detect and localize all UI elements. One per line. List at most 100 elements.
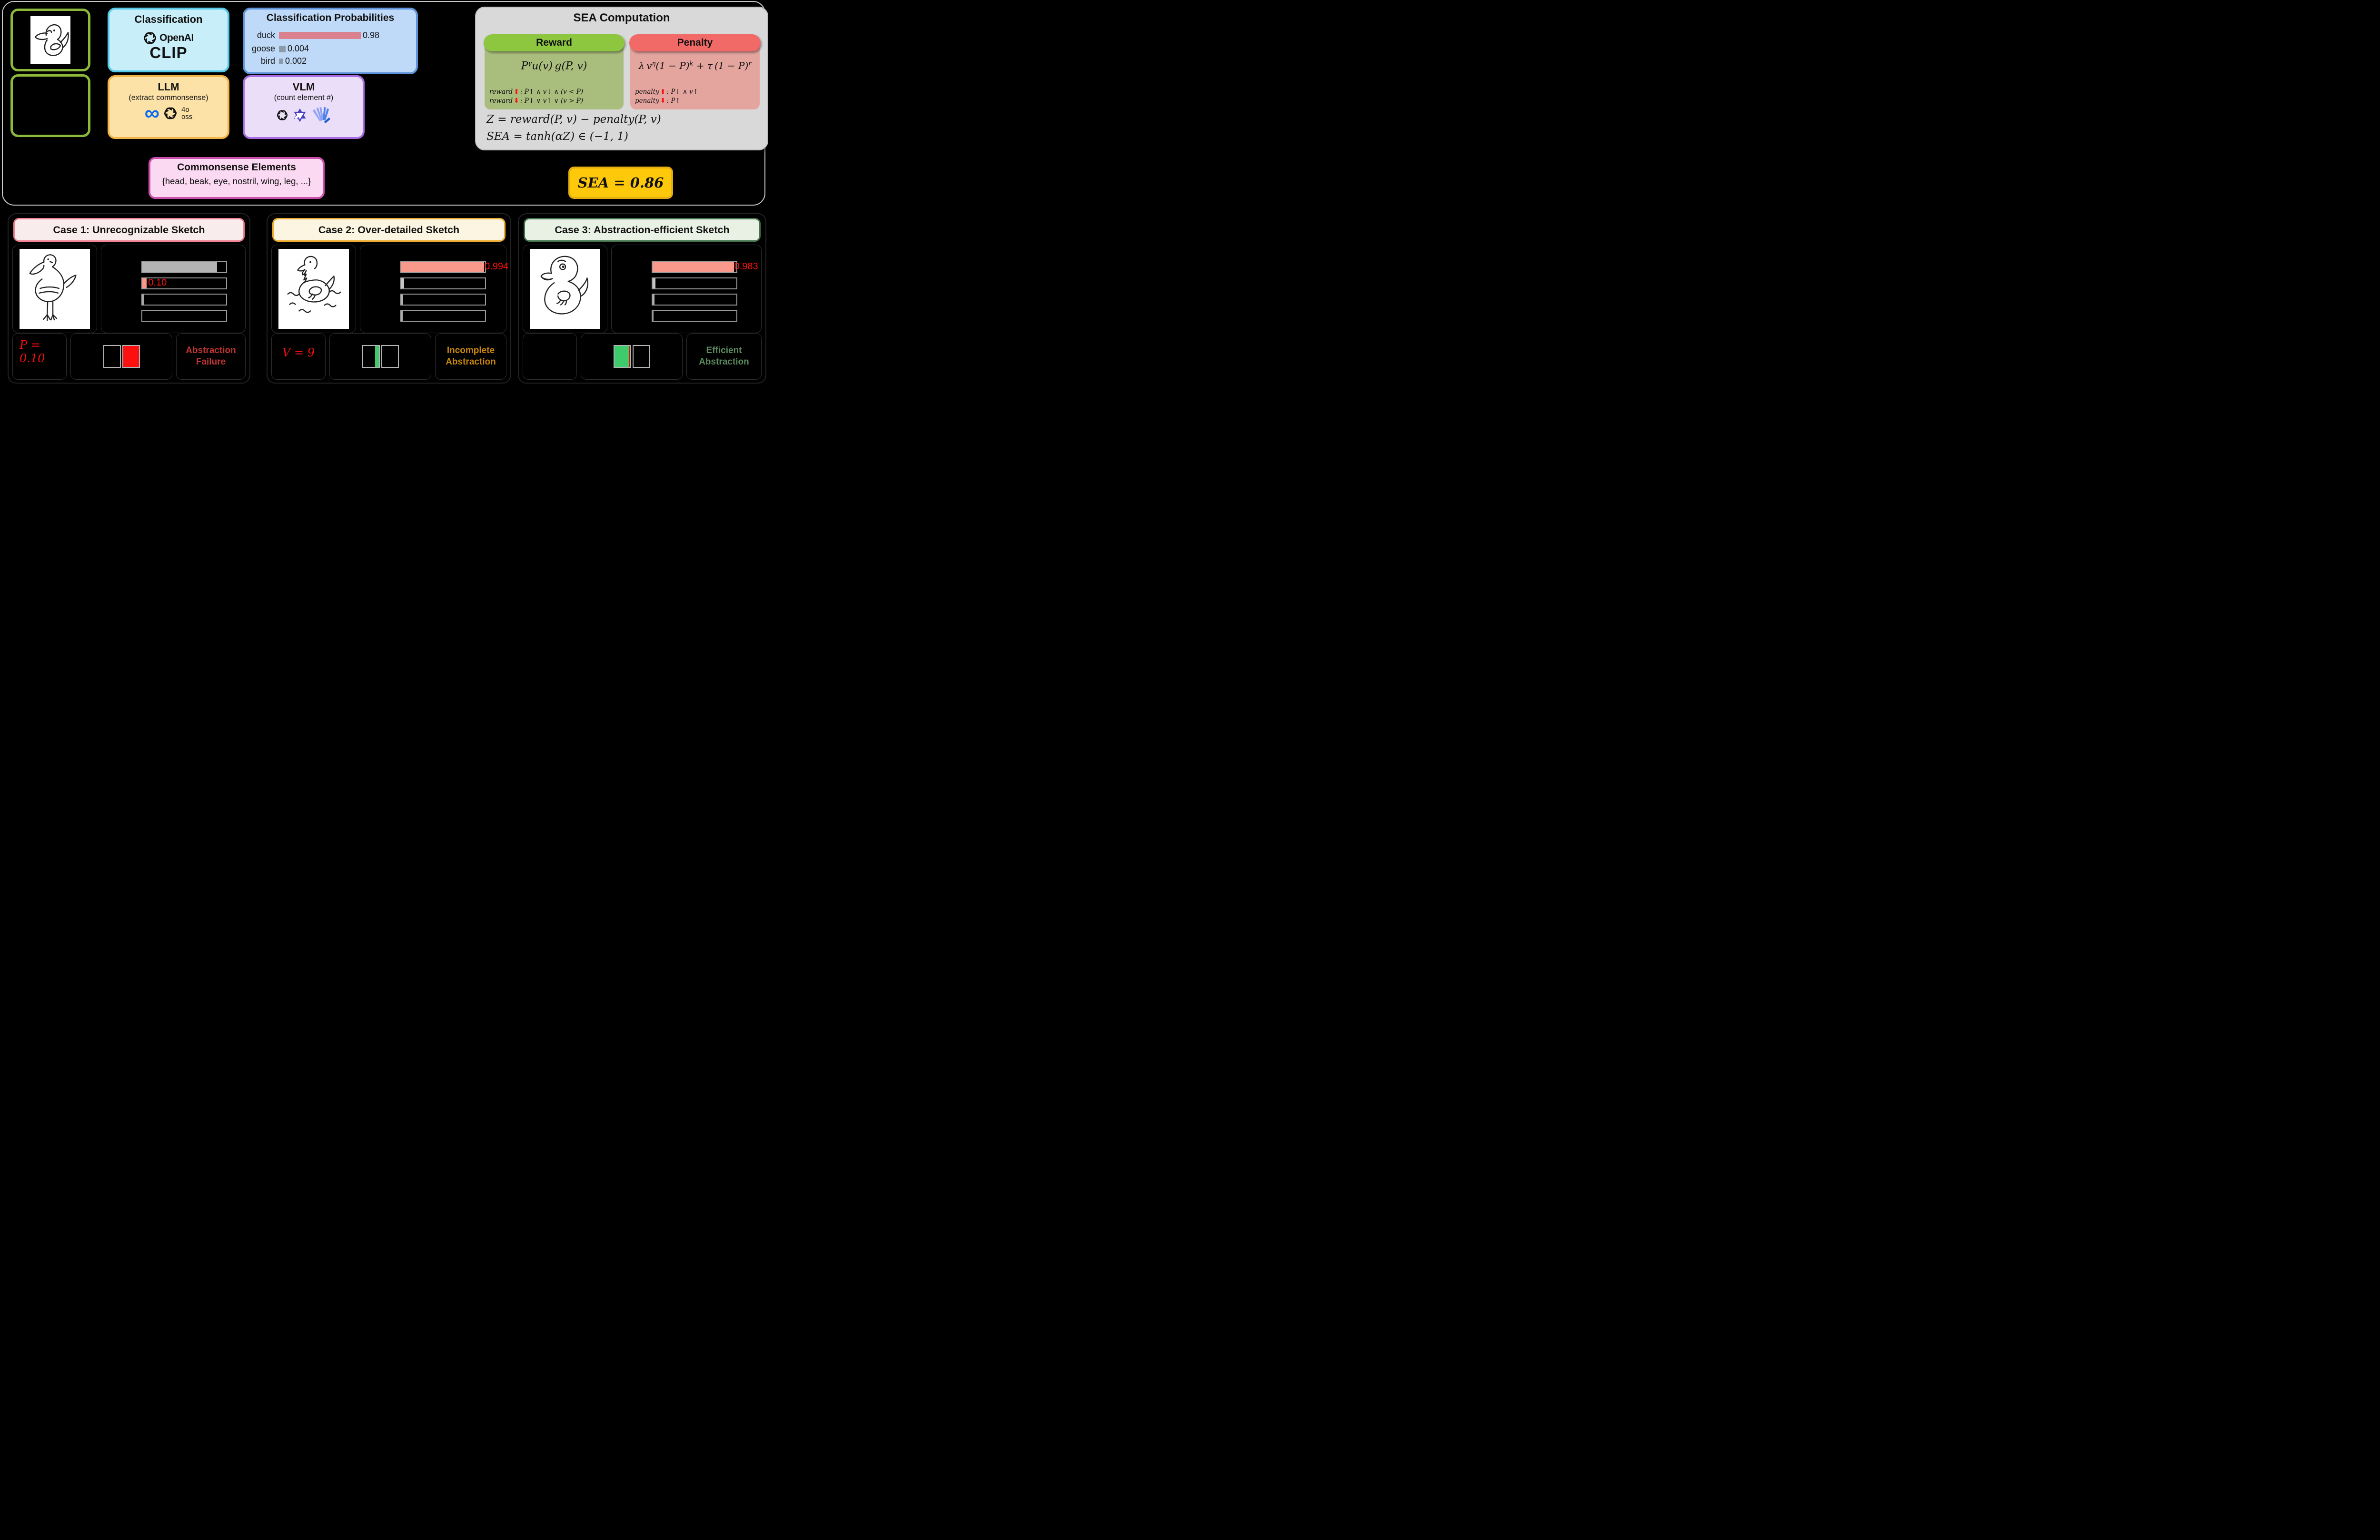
empty-input-box <box>10 74 90 137</box>
probability-row: goose 0.004 <box>250 44 309 54</box>
sea-computation-card: SEA Computation Reward Pγu(v) g(P, v) re… <box>475 7 768 150</box>
model-4o-label: 4o <box>181 106 189 114</box>
case3-sketch-box <box>523 245 607 333</box>
rubber-duck-sketch-icon <box>540 256 589 315</box>
case1-metric-box: P = 0.10 <box>12 333 67 380</box>
case3-metric-box <box>523 333 577 380</box>
case3-sketch-image <box>530 249 600 329</box>
case2-verdict-label: Incomplete Abstraction <box>446 346 496 367</box>
gauge-zero-line <box>628 346 630 367</box>
class-label: goose <box>251 44 275 53</box>
probability-row: duck 0.98 <box>250 30 379 40</box>
openai-icon <box>164 107 178 120</box>
classification-probabilities-card: Classification Probabilities duck 0.98 g… <box>243 8 418 74</box>
case2-metric-box: V = 9 <box>271 333 326 380</box>
gauge-negative-half <box>381 345 399 368</box>
case3-panel: Case 3: Abstraction-efficient Sketch 0.9… <box>518 213 766 384</box>
llm-card: LLM (extract commonsense) ∞ 4o oss <box>108 75 229 139</box>
openai-brand-label: OpenAI <box>159 32 194 43</box>
case3-gauge-box <box>581 333 683 380</box>
case1-sketch-image <box>20 249 90 329</box>
z-formula: Z = reward(P, v) − penalty(P, v) <box>486 113 661 126</box>
probability-bar <box>400 310 486 322</box>
qwen-icon <box>294 108 306 122</box>
probability-bar <box>141 294 227 306</box>
llm-title: LLM <box>158 81 179 93</box>
input-sketch-box <box>10 9 90 71</box>
reward-header: Reward <box>484 34 625 51</box>
sea-formula: SEA = tanh(αZ) ∈ (−1, 1) <box>486 130 628 143</box>
classification-title: Classification <box>134 13 203 25</box>
case3-verdict-label: Efficient Abstraction <box>699 346 749 367</box>
probability-bar <box>141 261 227 273</box>
case1-verdict-box: Abstraction Failure <box>176 333 246 380</box>
probability-value: 0.004 <box>288 44 309 53</box>
reward-up-condition: reward⬆: P↑ ∧ v↓ ∧ (v < P) <box>489 88 584 96</box>
probability-bar <box>652 310 737 322</box>
class-label: bird <box>260 56 275 66</box>
clip-model-label: CLIP <box>149 44 188 61</box>
penalty-down-condition: penalty⬇: P↑ <box>635 97 681 105</box>
case1-sketch-box <box>12 245 97 333</box>
sea-result-badge: SEA = 0.86 <box>568 167 673 199</box>
case3-metric-value <box>523 334 576 346</box>
commonsense-title: Commonsense Elements <box>177 162 296 173</box>
gauge-negative-half <box>122 345 140 368</box>
probability-value: 0.98 <box>363 30 380 40</box>
vlm-card: VLM (count element #) <box>243 75 365 139</box>
probability-bar <box>652 277 737 289</box>
penalty-column: Penalty λ vη(1 − P)k + τ (1 − P)r penalt… <box>629 34 761 109</box>
case1-verdict-label: Abstraction Failure <box>186 346 236 367</box>
case3-header: Case 3: Abstraction-efficient Sketch <box>524 218 761 242</box>
case2-panel: Case 2: Over-detailed Sketch <box>267 213 511 384</box>
vlm-subtitle: (count element #) <box>274 94 334 102</box>
probability-bar <box>652 294 737 306</box>
gauge-positive-half <box>103 345 121 368</box>
openai-icon <box>143 31 157 45</box>
sea-computation-title: SEA Computation <box>573 11 670 24</box>
probability-bar <box>279 32 361 39</box>
gauge-negative-half <box>632 345 650 368</box>
case1-metric-value: P = 0.10 <box>20 338 45 365</box>
reward-down-condition: reward⬇: P↓ ∨ v↑ ∨ (v > P) <box>489 97 584 105</box>
probability-bar <box>141 310 227 322</box>
probability-bar <box>400 294 486 306</box>
unrecognizable-bird-sketch-icon <box>29 254 77 321</box>
reward-column: Reward Pγu(v) g(P, v) reward⬆: P↑ ∧ v↓ ∧… <box>484 34 625 109</box>
case3-probability-panel: 0.983 <box>611 245 762 333</box>
openai-icon <box>277 109 288 121</box>
case1-header: Case 1: Unrecognizable Sketch <box>13 218 245 242</box>
input-sketch-image <box>30 16 70 64</box>
case3-verdict-box: Efficient Abstraction <box>686 333 762 380</box>
gauge-positive-half <box>362 345 380 368</box>
probability-row: bird 0.002 <box>250 56 307 66</box>
up-arrow-icon: ⬆ <box>514 88 519 96</box>
case2-header: Case 2: Over-detailed Sketch <box>272 218 506 242</box>
case1-gauge-box <box>70 333 172 380</box>
detailed-duck-sketch-icon <box>287 256 341 313</box>
probability-bar: 0.983 <box>652 261 758 273</box>
probability-bar: 0.10 <box>141 277 227 289</box>
penalty-body: λ vη(1 − P)k + τ (1 − P)r penalty⬆: P↓ ∧… <box>630 43 760 109</box>
probability-bar: 0.994 <box>400 261 508 273</box>
figure-canvas: { "colors": { "input_border":"#8cb83c", … <box>0 0 769 385</box>
up-arrow-icon: ⬆ <box>660 88 666 96</box>
gauge-positive-half <box>613 345 631 368</box>
reward-formula: Pγu(v) g(P, v) <box>521 60 587 72</box>
probability-bar <box>279 58 283 64</box>
penalty-up-condition: penalty⬆: P↓ ∧ v↑ <box>635 88 699 96</box>
llm-subtitle: (extract commonsense) <box>129 94 208 102</box>
case2-sketch-box <box>271 245 356 333</box>
case1-panel: Case 1: Unrecognizable Sketch <box>8 213 250 384</box>
class-label: duck <box>257 30 275 40</box>
case2-sketch-image <box>278 249 349 329</box>
down-arrow-icon: ⬇ <box>660 97 666 105</box>
probabilities-title: Classification Probabilities <box>266 12 395 23</box>
commonsense-elements-card: Commonsense Elements {head, beak, eye, n… <box>149 157 325 199</box>
sea-gauge <box>613 345 650 368</box>
case2-gauge-box <box>329 333 431 380</box>
probability-value: 0.002 <box>285 56 307 66</box>
vlm-title: VLM <box>292 81 315 93</box>
internvl-fan-icon <box>312 107 330 124</box>
reward-body: Pγu(v) g(P, v) reward⬆: P↑ ∧ v↓ ∧ (v < P… <box>485 43 624 109</box>
